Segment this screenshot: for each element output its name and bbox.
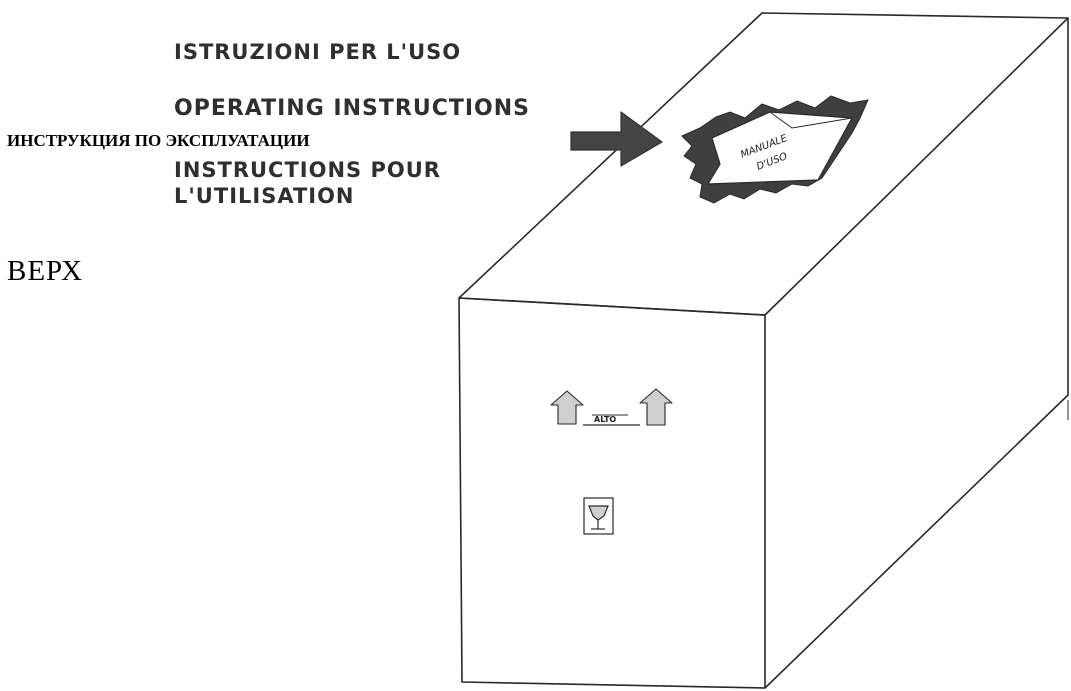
box-front-face — [458, 297, 766, 689]
title-french-line1: INSTRUCTIONS POUR — [174, 158, 441, 182]
top-side-label: ВЕРХ — [7, 255, 84, 287]
fragile-glass-icon — [583, 497, 614, 535]
this-way-up-icon: ALTO — [550, 388, 673, 426]
title-russian: ИНСТРУКЦИЯ ПО ЭКСПЛУАТАЦИИ — [7, 131, 310, 150]
alto-label: ALTO — [594, 415, 616, 424]
title-english: OPERATING INSTRUCTIONS — [174, 96, 530, 121]
glass-bowl — [588, 505, 609, 521]
box-right-face-edges — [764, 18, 1069, 689]
title-french-line2: L'UTILISATION — [174, 184, 355, 208]
up-arrow-left — [550, 390, 584, 425]
box-outline — [458, 12, 1069, 689]
title-italian: ISTRUZIONI PER L'USO — [174, 40, 462, 64]
manual-booklet-icon: MANUALE D'USO — [681, 95, 869, 204]
manual-envelope-flap — [769, 111, 853, 129]
arrow-icon — [570, 111, 663, 167]
up-arrow-right — [639, 388, 673, 426]
